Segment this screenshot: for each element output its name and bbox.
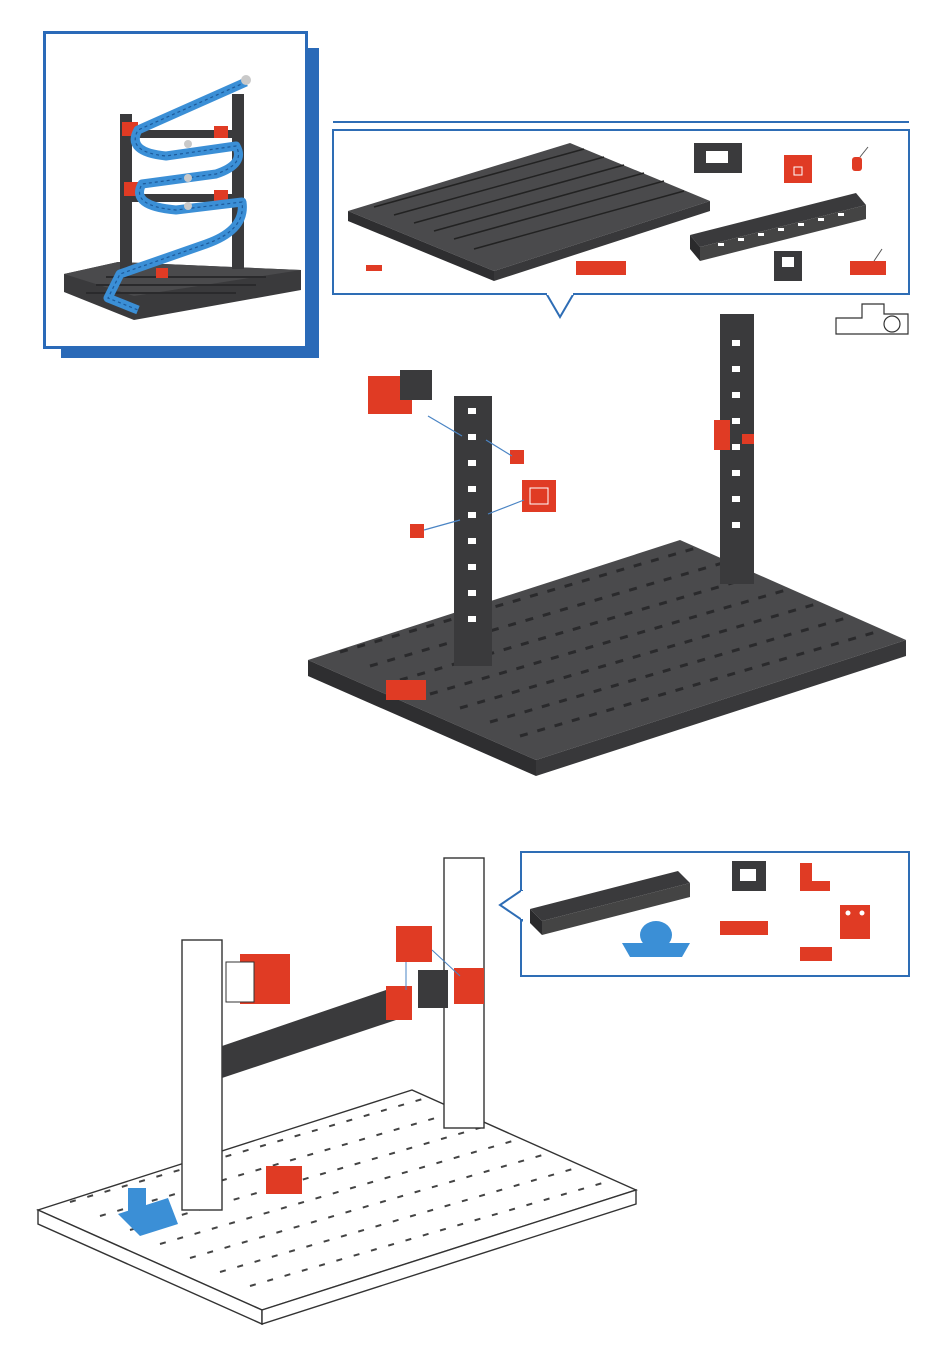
step-1-parts-callout — [332, 129, 910, 295]
angle-bracket-red-part — [800, 863, 830, 891]
step-2-assembly — [30, 850, 650, 1330]
preview-panel — [43, 31, 308, 349]
double-block-red-part — [840, 905, 870, 939]
step-1-assembly — [300, 300, 920, 790]
flat-plate-red-part — [720, 921, 768, 935]
flat-plate-red-part — [576, 261, 626, 275]
peg-screw-part — [852, 147, 868, 171]
building-block-30-dark-part — [694, 143, 742, 173]
flat-plate-red-small-part — [800, 947, 832, 961]
base-plate-part — [348, 143, 710, 281]
flat-plate-red-small-part — [850, 261, 886, 275]
building-block-15-red-part — [784, 155, 812, 183]
spring-pin-red-part — [366, 265, 382, 271]
marble-run-preview-icon — [46, 34, 305, 346]
channel-rail-dark-part — [690, 193, 866, 261]
step-1-rule — [333, 121, 909, 123]
